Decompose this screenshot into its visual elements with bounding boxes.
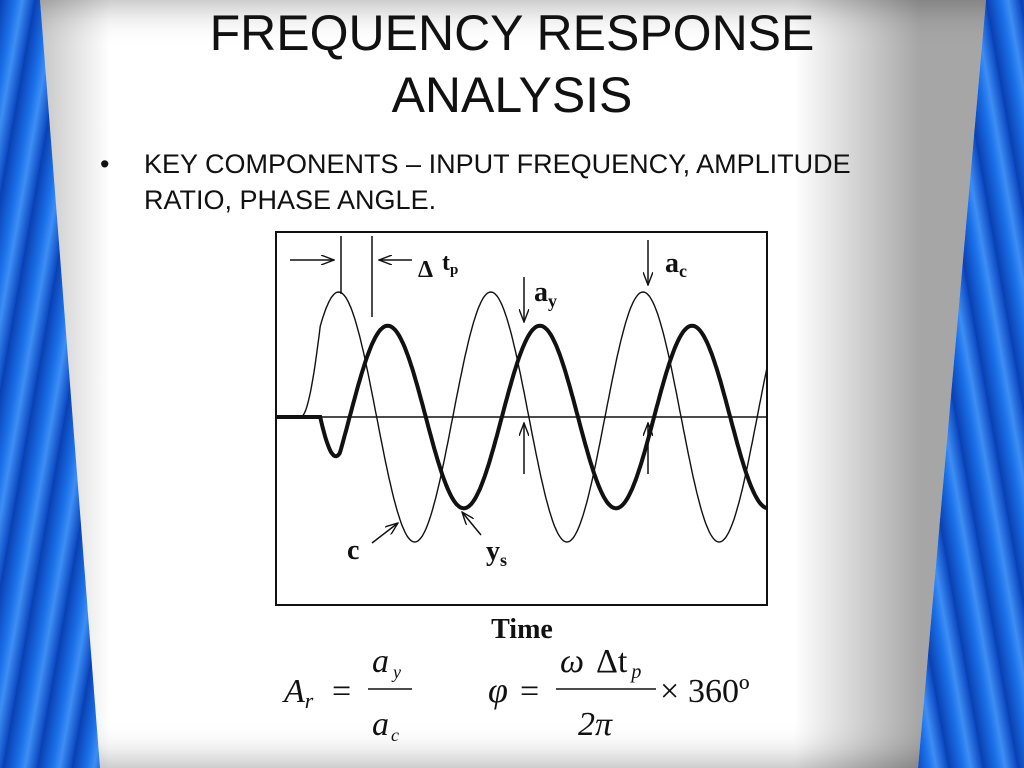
bullet-text: KEY COMPONENTS – INPUT FREQUENCY, AMPLIT… [144,149,851,215]
phi-equals: = [520,673,539,710]
c-arrow [371,523,398,544]
times-symbol: × [660,673,679,710]
bullet-symbol: • [100,149,110,179]
c-label: c [347,535,359,566]
series-output-ys [276,323,767,511]
plot-frame [275,231,768,606]
slide-title: FREQUENCY RESPONSE ANALYSIS [0,2,1024,126]
phi-symbol: φ [488,670,508,710]
ys-label: ys [486,536,507,570]
tp-label: tp [442,250,458,278]
ay-label: ay [534,277,557,311]
phi-denominator: 2π [578,706,613,743]
title-line-1: FREQUENCY RESPONSE [209,5,815,61]
series-input-c [276,291,767,543]
x-axis-label: Time [491,614,553,645]
ac-label: ac [665,248,687,281]
ar-equals: = [332,673,351,710]
degrees-value: 360º [688,673,750,710]
delta-label: Δ [418,257,433,283]
title-line-2: ANALYSIS [391,67,633,123]
ys-arrow [462,512,482,536]
ar-formula-lhs: Ar [282,673,314,713]
